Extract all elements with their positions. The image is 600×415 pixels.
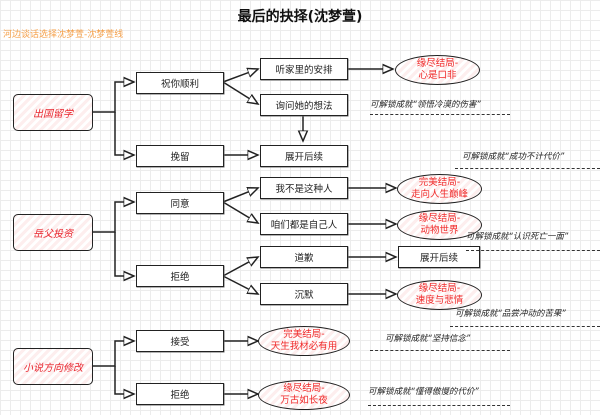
ending-type: 缘尽结局- [416, 58, 459, 69]
achievement-note: 可解锁成就“成功不计代价” [462, 152, 565, 162]
ending-name: 速度与悲情 [415, 295, 464, 306]
option-apologize[interactable]: 道歉 [260, 246, 348, 268]
choice-refuse[interactable]: 拒绝 [136, 265, 224, 287]
option-silence[interactable]: 沉默 [260, 283, 348, 305]
choice-agree[interactable]: 同意 [136, 192, 224, 214]
achievement-note: 可解锁成就“坚持信念” [385, 334, 471, 344]
ending-heart-not-mouth[interactable]: 缘尽结局- 心是口非 [395, 55, 480, 85]
edge [222, 201, 258, 223]
ending-life-peak[interactable]: 完美结局- 走向人生巅峰 [397, 174, 482, 204]
edge [93, 341, 134, 367]
edge [93, 202, 134, 233]
diagram-title: 最后的抉择(沈梦萱) [237, 9, 363, 25]
option-we-are-family[interactable]: 咱们都是自己人 [260, 213, 348, 235]
ending-type: 缘尽结局- [283, 383, 325, 394]
note-underline [370, 114, 510, 115]
edge [114, 112, 134, 155]
edge [114, 366, 134, 394]
choice-retain[interactable]: 挽留 [136, 145, 224, 167]
choice-wish-luck[interactable]: 祝你顺利 [136, 72, 224, 94]
note-underline [370, 350, 510, 351]
note-underline [368, 405, 510, 406]
ending-type: 完美结局- [418, 177, 461, 188]
edge [222, 257, 258, 277]
choice-accept[interactable]: 接受 [136, 330, 224, 352]
achievement-note: 可解锁成就“认识死亡一面” [466, 232, 569, 242]
edge [222, 188, 258, 203]
edge [222, 275, 258, 294]
option-continue-2[interactable]: 展开后续 [398, 246, 480, 268]
ending-eternal-night[interactable]: 缘尽结局- 万古如长夜 [258, 380, 350, 410]
ending-animal-world[interactable]: 缘尽结局- 动物世界 [397, 210, 482, 240]
note-underline [455, 168, 600, 169]
option-not-that-person[interactable]: 我不是这种人 [260, 177, 348, 199]
root-father-in-law-investment[interactable]: 岳父投资 [13, 214, 93, 251]
note-underline [466, 250, 600, 251]
ending-name: 动物世界 [420, 225, 459, 236]
root-novel-direction[interactable]: 小说方向修改 [13, 348, 93, 385]
ending-speed-sorrow[interactable]: 缘尽结局- 速度与悲情 [397, 280, 482, 310]
option-family-plan[interactable]: 听家里的安排 [260, 58, 348, 80]
ending-name: 天生我材必有用 [270, 341, 338, 352]
achievement-note: 可解锁成就“领悟冷漠的伤害” [370, 100, 481, 110]
ending-name: 万古如长夜 [280, 395, 328, 406]
ending-name: 心是口非 [418, 70, 457, 81]
route-subtitle: 河边谈话选择沈梦萱-沈梦萱线 [3, 30, 124, 40]
root-study-abroad[interactable]: 出国留学 [13, 94, 93, 131]
achievement-note: 可解锁成就“懂得傲慢的代价” [368, 387, 479, 397]
edge [222, 81, 258, 104]
choice-refuse-novel[interactable]: 拒绝 [136, 383, 224, 405]
note-underline [450, 326, 600, 327]
edge [93, 82, 134, 113]
option-ask-her[interactable]: 询问她的想法 [260, 94, 348, 116]
ending-type: 缘尽结局- [418, 213, 461, 224]
option-continue[interactable]: 展开后续 [260, 145, 348, 167]
ending-type: 缘尽结局- [418, 283, 461, 294]
edge [114, 232, 134, 276]
ending-type: 完美结局- [283, 329, 325, 340]
ending-born-useful[interactable]: 完美结局- 天生我材必有用 [258, 326, 350, 356]
ending-name: 走向人生巅峰 [410, 189, 468, 200]
edge [222, 69, 258, 83]
achievement-note: 可解锁成就“品尝冲动的苦果” [455, 309, 566, 319]
